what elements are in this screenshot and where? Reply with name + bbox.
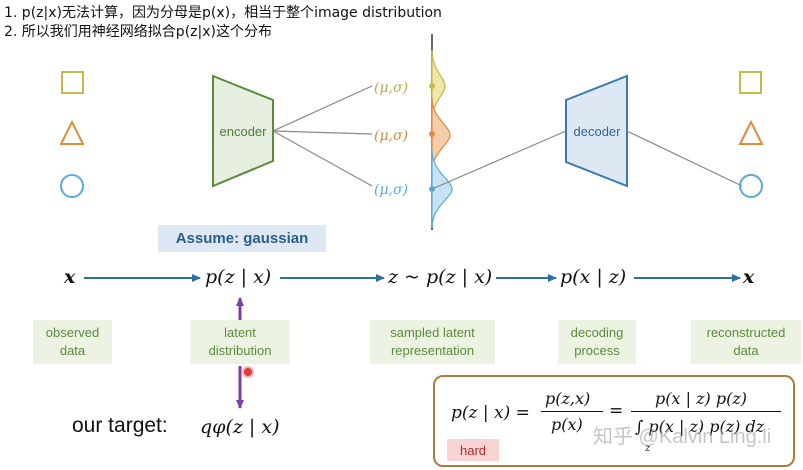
encoder-line-1	[272, 85, 373, 132]
hard-badge: hard	[447, 439, 499, 461]
output-triangle-icon	[738, 119, 764, 145]
sample-dot-2	[429, 131, 435, 137]
bayes-frac2-num: p(x | z) p(z)	[655, 389, 747, 408]
flow-x-output: x	[743, 266, 755, 288]
decoder-output-line	[626, 130, 743, 187]
param-mu-sigma-2: (μ,σ)	[374, 128, 408, 144]
caption-reconstructed-data: reconstructed data	[691, 320, 801, 364]
encoder-line-2	[272, 130, 373, 135]
our-target-label: our target:	[72, 414, 168, 437]
bayes-lhs: p(z | x) =	[451, 403, 530, 423]
decoder-input-line	[431, 130, 567, 190]
target-formula: qφ(z | x)	[200, 416, 280, 438]
assume-gaussian-label: Assume: gaussian	[158, 225, 326, 252]
decoder-block	[565, 74, 628, 188]
bayes-frac1-den: p(x)	[551, 415, 583, 434]
bayes-formula-box: p(z | x) = p(z,x) p(x) = p(x | z) p(z) ∫…	[433, 375, 795, 467]
bayes-frac1-num: p(z,x)	[545, 389, 591, 408]
bayes-equals: =	[609, 401, 624, 421]
output-circle-icon	[739, 174, 763, 198]
bayes-frac1-bar	[541, 411, 603, 412]
bayes-frac2-bar	[631, 411, 781, 412]
flow-p-z-given-x: p(z | x)	[205, 266, 272, 288]
param-mu-sigma-3: (μ,σ)	[374, 182, 408, 198]
note-line-1: 1. p(z|x)无法计算，因为分母是p(x)，相当于整个image distr…	[4, 5, 442, 21]
red-dot-marker	[244, 368, 252, 376]
flow-x-input: x	[64, 266, 76, 288]
watermark: 知乎 @Kalvin Ling.li	[593, 426, 772, 448]
decoder-label: decoder	[574, 124, 622, 139]
flow-p-x-given-z: p(x | z)	[560, 266, 627, 288]
encoder-label: encoder	[220, 124, 268, 139]
caption-decoding-process: decoding process	[558, 320, 636, 364]
bayes-integral-sub: z	[645, 443, 651, 454]
flow-z-sample: z ~ p(z | x)	[388, 266, 493, 288]
caption-observed-data: observed data	[33, 320, 112, 364]
input-circle-icon	[60, 174, 84, 198]
input-square-icon	[61, 71, 84, 94]
param-mu-sigma-1: (μ,σ)	[374, 80, 408, 96]
gaussian-curve-3	[431, 149, 453, 229]
encoder-block	[212, 74, 274, 188]
output-square-icon	[739, 71, 762, 94]
input-triangle-icon	[59, 119, 85, 145]
sample-dot-1	[429, 83, 435, 89]
caption-sampled-latent: sampled latent representation	[370, 320, 495, 364]
bayes-frac2-den: ∫ p(x | z) p(z) dz	[635, 417, 765, 436]
caption-latent-distribution: latent distribution	[190, 320, 290, 364]
note-line-2: 2. 所以我们用神经网络拟合p(z|x)这个分布	[4, 24, 272, 40]
encoder-line-3	[272, 130, 373, 187]
